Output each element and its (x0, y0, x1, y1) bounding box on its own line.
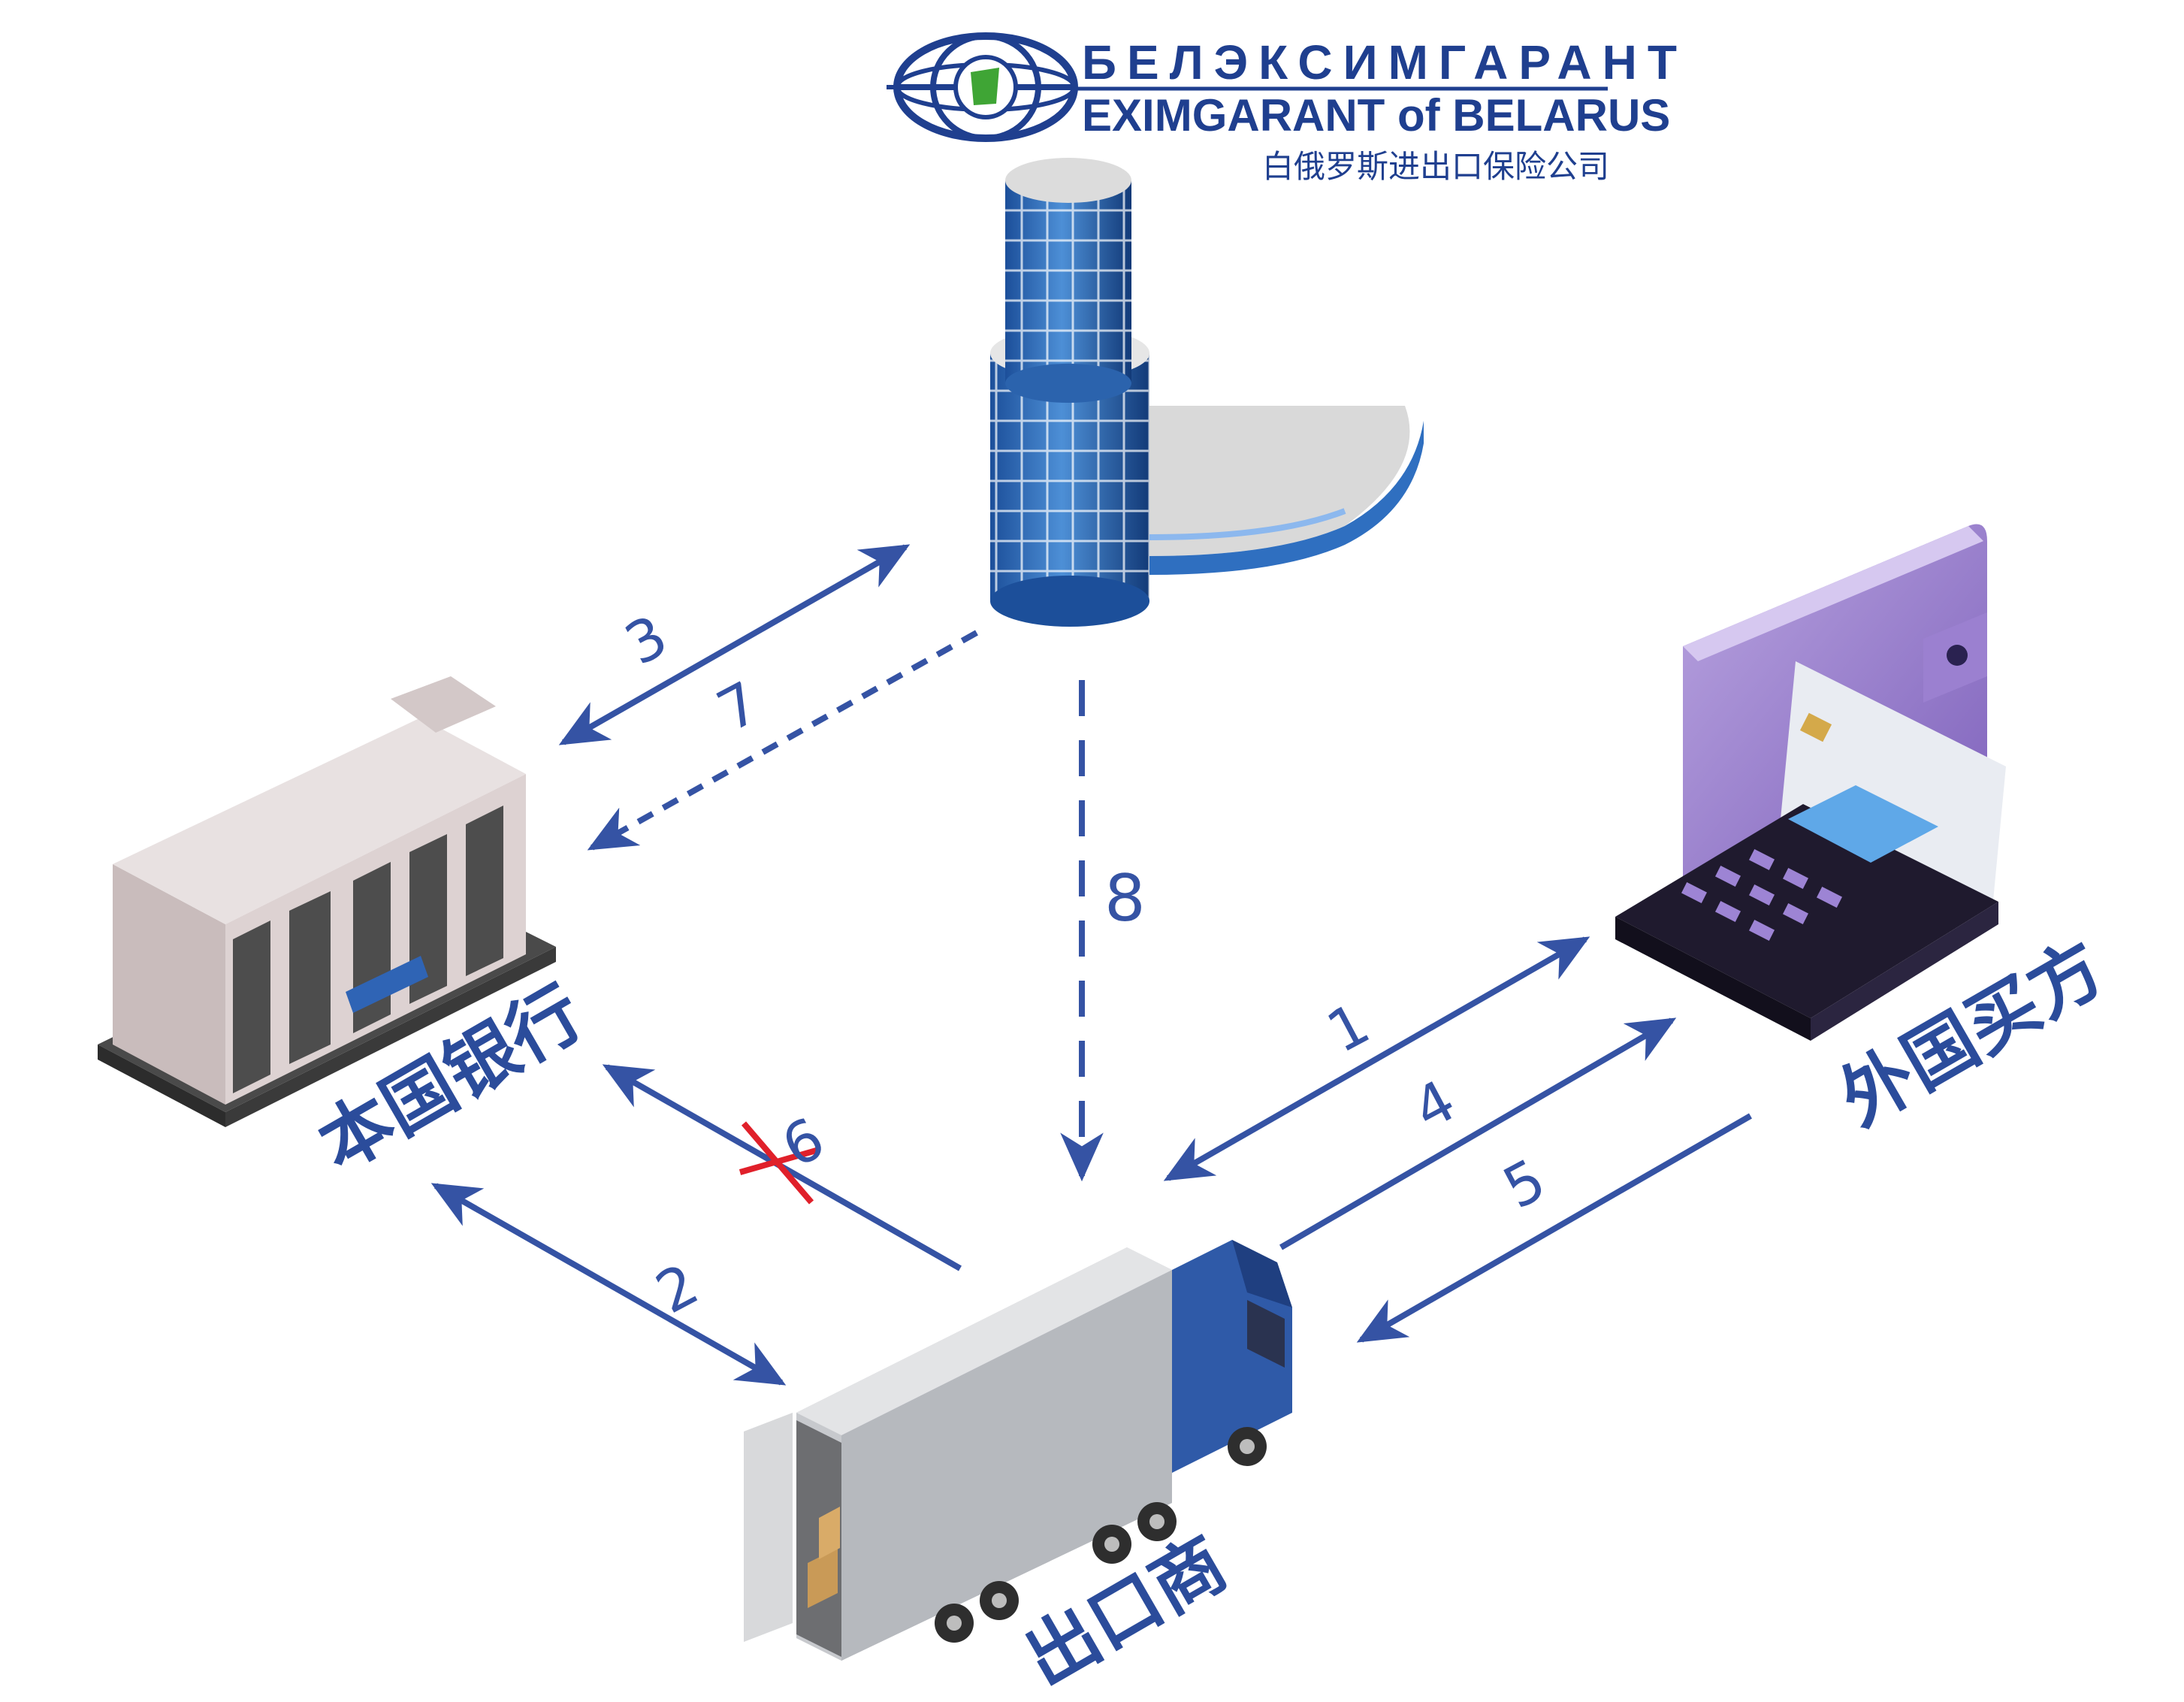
insurer-tower-icon (990, 158, 1424, 627)
flow-arrow-3 (558, 544, 911, 745)
flow-arrow-1 (1163, 936, 1590, 1181)
flow-arrow-4 (1279, 1017, 1677, 1250)
bank-building-icon (98, 676, 556, 1127)
logo-name-en: EXIMGARANT of BELARUS (1082, 90, 1670, 141)
flow-arrow-7 (587, 630, 978, 851)
flow-arrow-2 (430, 1183, 787, 1386)
cancel-x-icon (739, 1121, 820, 1205)
flow-arrow-5 (1356, 1113, 1752, 1343)
flow-label-2: 2 (645, 1250, 708, 1326)
truck-icon (744, 1240, 1292, 1661)
logo-name-ru: БЕЛЭКСИМГАРАНТ (1082, 35, 1687, 89)
globe-icon (887, 32, 1078, 142)
eximgarant-logo: БЕЛЭКСИМГАРАНТ EXIMGARANT of BELARUS 白俄罗… (887, 32, 1687, 185)
flow-label-3: 3 (615, 602, 678, 678)
logo-name-cn: 白俄罗斯进出口保险公司 (1262, 148, 1609, 185)
flow-label-5: 5 (1493, 1146, 1556, 1222)
flow-label-8: 8 (1104, 861, 1146, 936)
flow-label-7: 7 (706, 669, 769, 745)
flow-label-1: 1 (1316, 990, 1379, 1066)
wallet-pos-terminal-icon (1615, 524, 2006, 1041)
flow-label-4: 4 (1403, 1067, 1466, 1143)
